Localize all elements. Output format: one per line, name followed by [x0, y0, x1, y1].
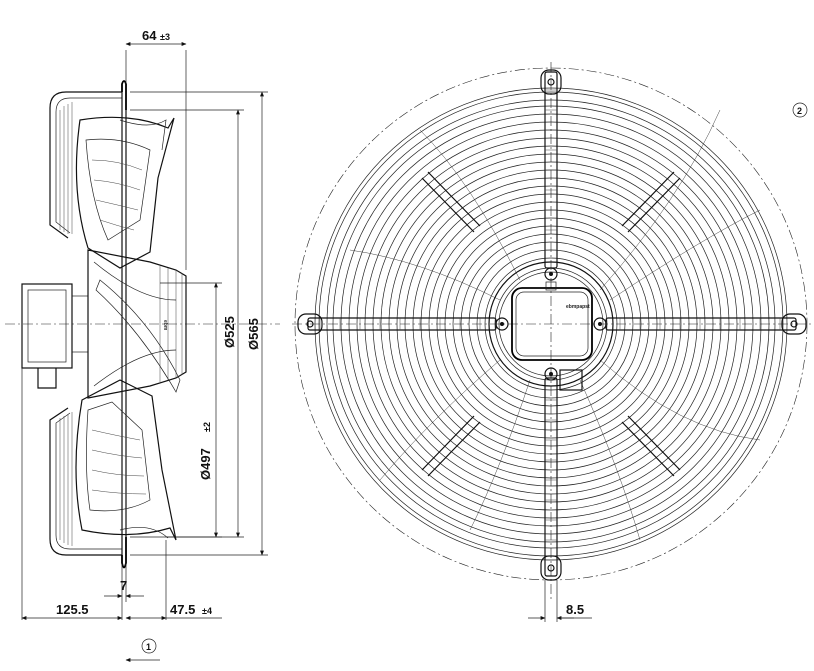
rotation-label: 2	[797, 106, 802, 116]
dim-565: Ø565	[246, 318, 261, 350]
side-view: ebm 64 ±3 Ø525 Ø565 Ø497 ±2 7 1	[5, 28, 280, 662]
airflow-direction-marker: 1	[125, 638, 160, 662]
svg-text:ebm: ebm	[162, 320, 168, 331]
dim-7: 7	[120, 578, 127, 593]
dim-497: Ø497	[198, 448, 213, 480]
dim-8-5: 8.5	[566, 602, 584, 617]
guard-spokes	[421, 171, 681, 477]
front-view: ebmpapst 8.5 2	[292, 62, 814, 622]
airflow-label: 1	[146, 642, 151, 652]
dim-64-tol: ±3	[160, 32, 170, 42]
rotation-direction-marker: 2	[792, 102, 808, 118]
dim-525: Ø525	[222, 316, 237, 348]
dim-47: 47.5	[170, 602, 195, 617]
dim-64: 64	[142, 28, 157, 43]
hub-label: ebmpapst	[566, 304, 590, 310]
blade-outlines	[349, 109, 761, 541]
dim-125: 125.5	[56, 602, 89, 617]
dim-47-tol: ±4	[202, 606, 212, 616]
dim-497-tol: ±2	[202, 422, 212, 432]
mounting-feet	[297, 69, 807, 581]
motor-hub: ebmpapst	[488, 261, 614, 391]
